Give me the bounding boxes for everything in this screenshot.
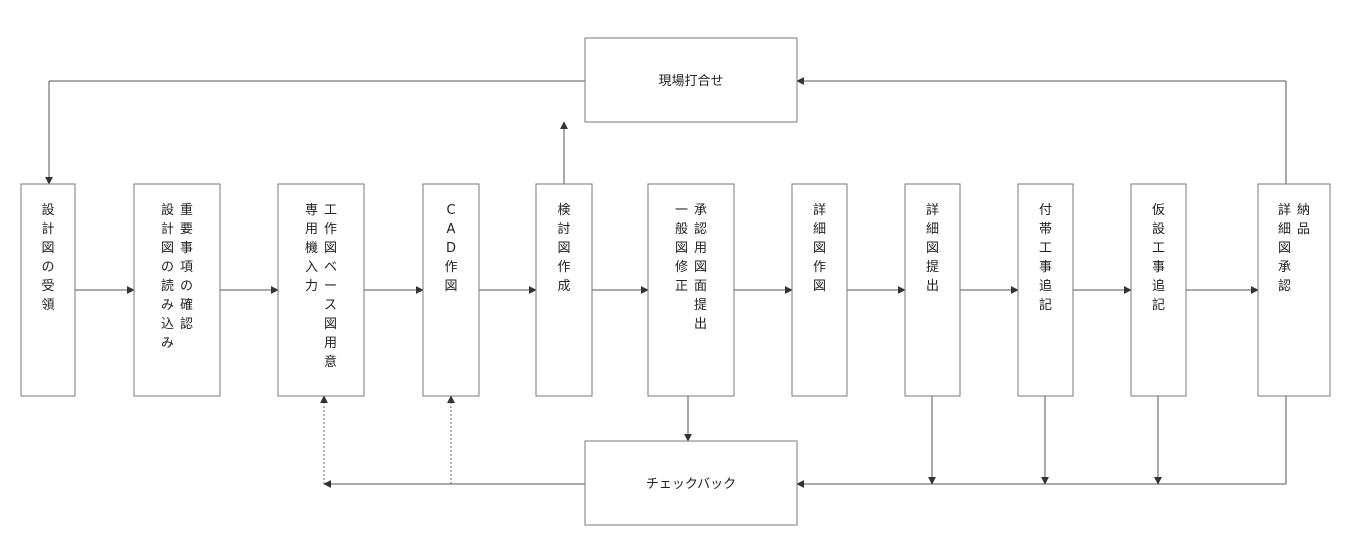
step-6-label-1: 承認用図面提出 xyxy=(694,203,707,332)
step-11-label-1: 納品 xyxy=(1297,203,1310,237)
step-1-label-1: 設計図の受領 xyxy=(41,202,54,313)
step-2-label-1: 重要事項の確認 xyxy=(180,202,193,332)
step-2-label-2: 設計図の読み込み xyxy=(161,202,174,351)
step-node-1: 設計図の受領 xyxy=(20,183,76,397)
step-node-5: 検討図作成 xyxy=(535,183,593,397)
step-11-label-2: 詳細図承認 xyxy=(1278,202,1291,294)
step-9-label-1: 付帯工事追記 xyxy=(1039,203,1052,313)
checkback-label: チェックバック xyxy=(646,477,736,492)
step-8-label-1: 詳細図提出 xyxy=(926,202,939,294)
meeting-label: 現場打合せ xyxy=(658,74,723,89)
step-node-9: 付帯工事追記 xyxy=(1017,183,1074,397)
step-5-label-1: 検討図作成 xyxy=(557,203,570,294)
step-node-8: 詳細図提出 xyxy=(904,183,961,397)
step-3-label-2: 専用機入力 xyxy=(305,203,318,294)
checkback-node: チェックバック xyxy=(584,440,798,526)
step-3-label-1: 工作図ベース図用意 xyxy=(324,203,337,370)
step-node-10: 仮設工事追記 xyxy=(1130,183,1187,397)
step-6-label-2: 一般図修正 xyxy=(675,203,688,294)
meeting-node: 現場打合せ xyxy=(584,37,798,123)
step-node-7: 詳細図作図 xyxy=(791,183,848,397)
connectors xyxy=(45,77,1287,488)
step-7-label-1: 詳細図作図 xyxy=(813,202,826,294)
step-10-label-1: 仮設工事追記 xyxy=(1152,203,1165,313)
